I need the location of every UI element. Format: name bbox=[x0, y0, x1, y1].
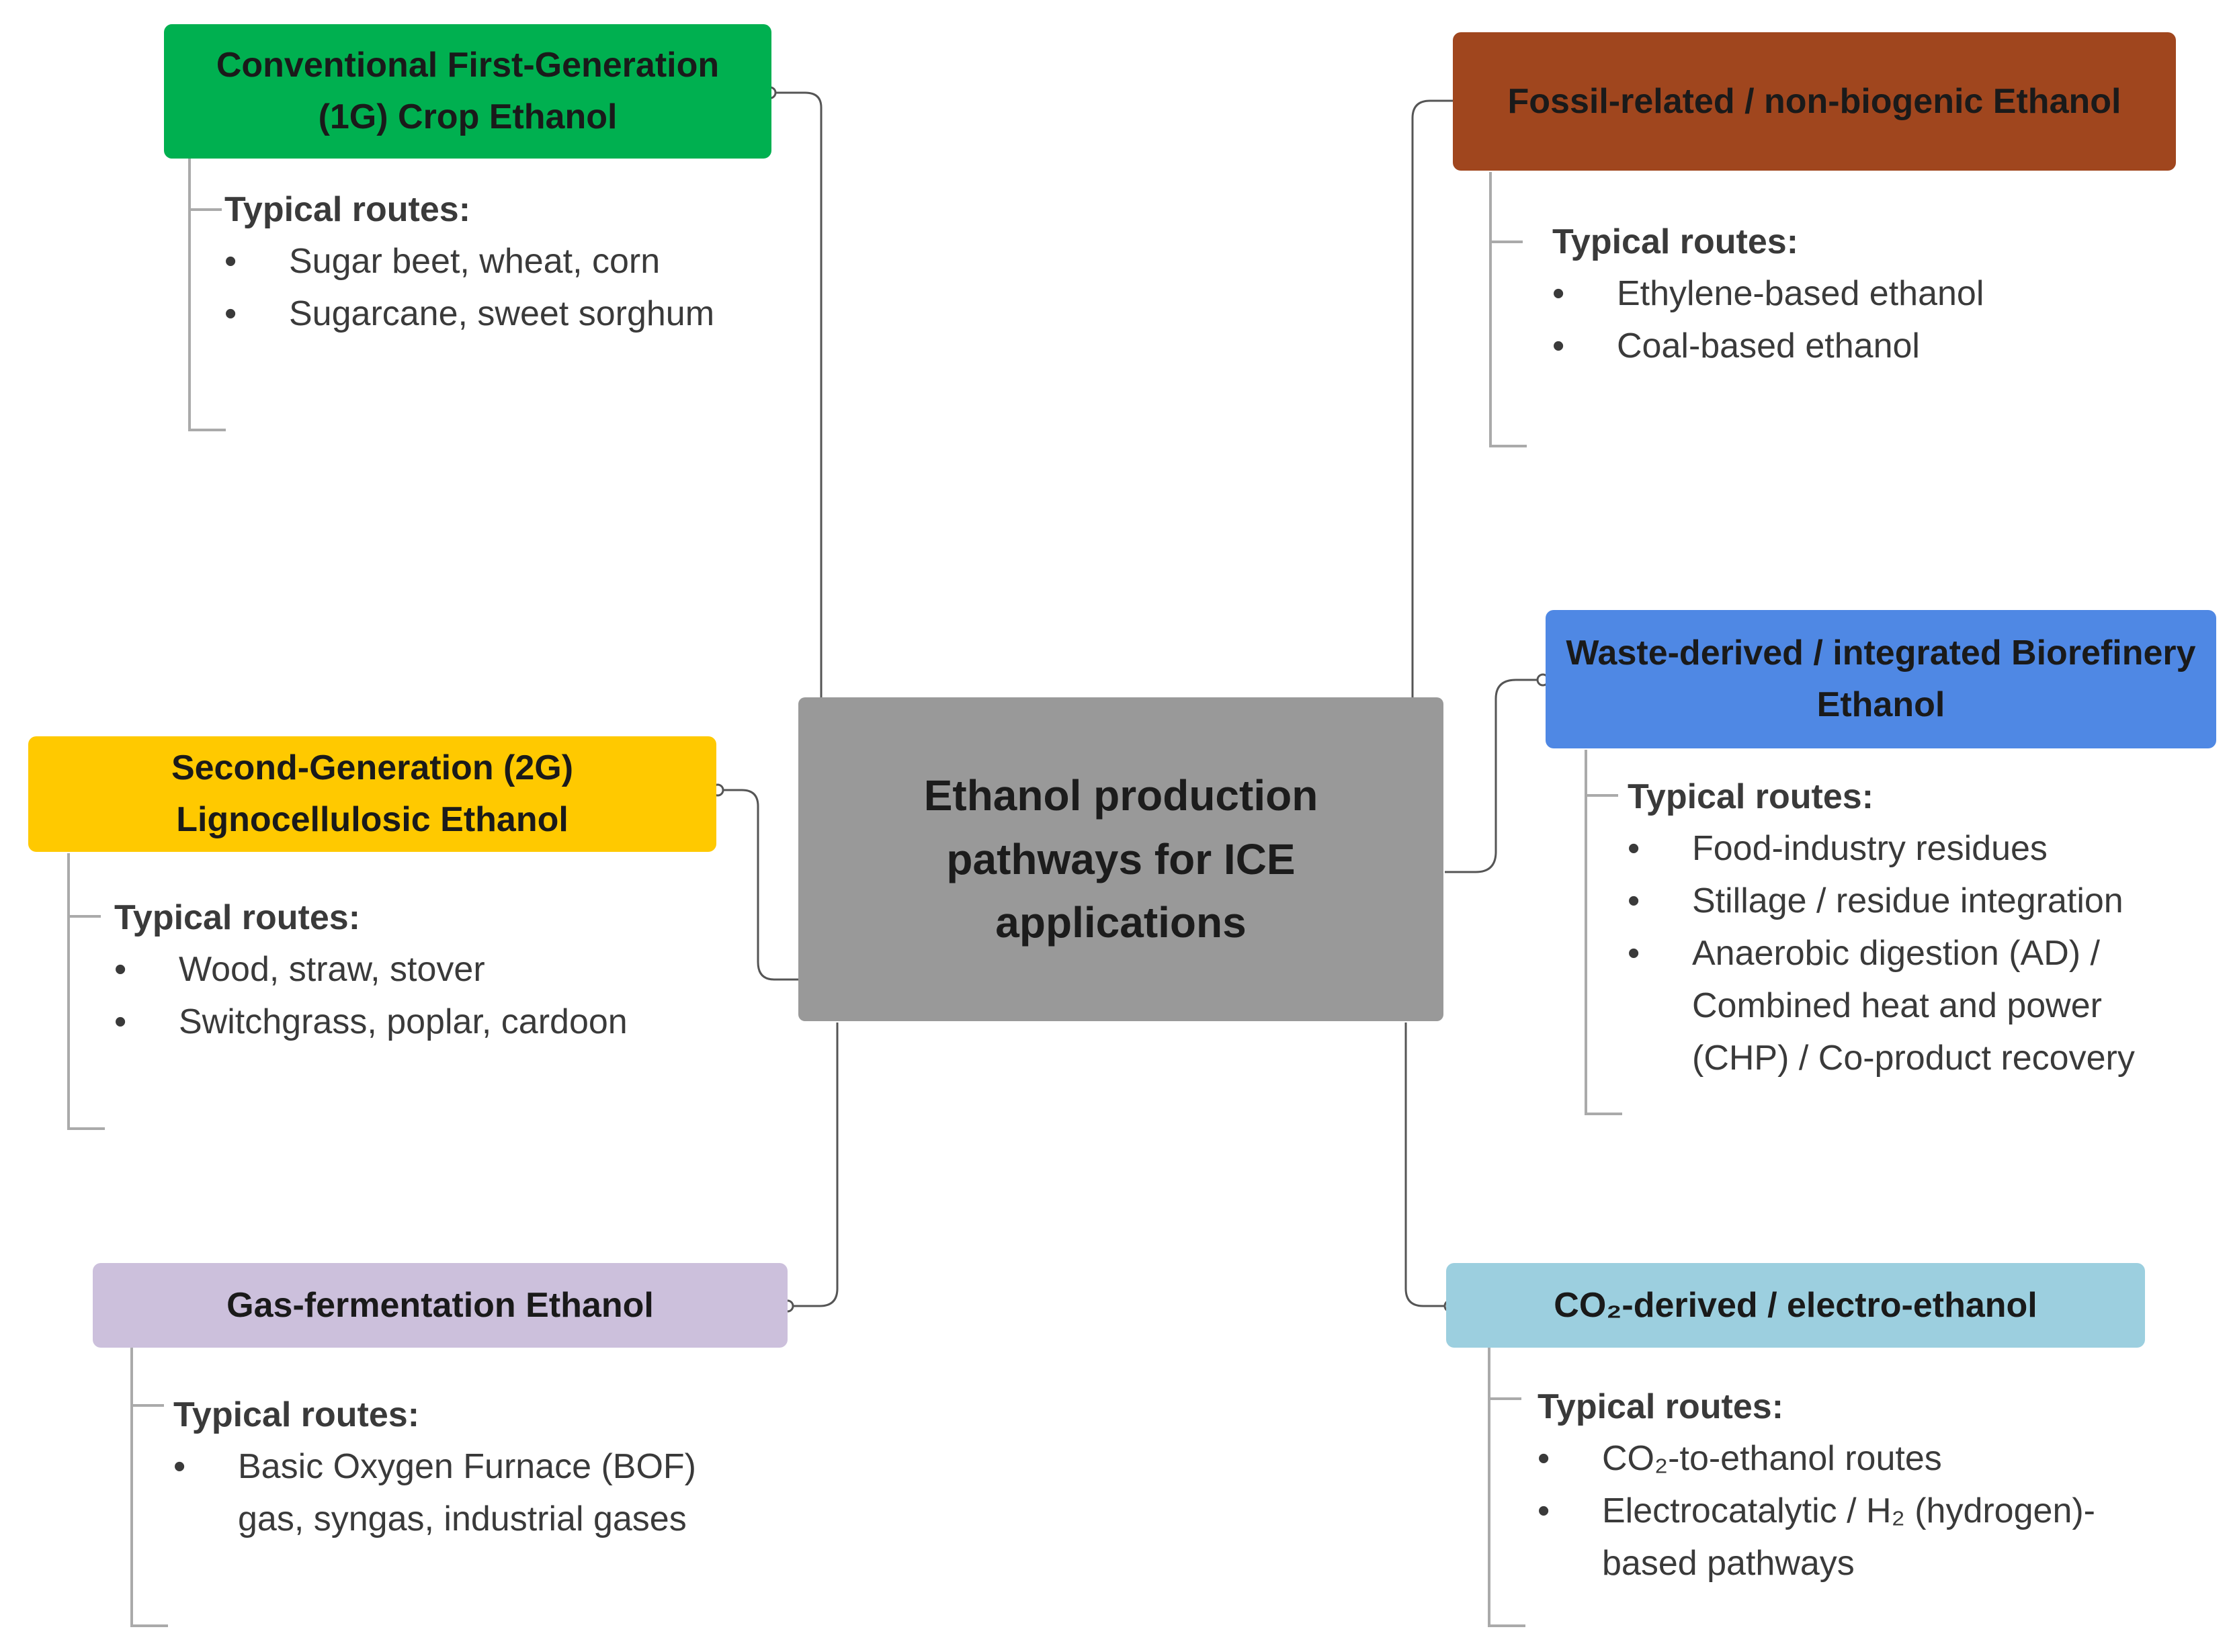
list-item: •Anaerobic digestion (AD) / Combined hea… bbox=[1628, 934, 2135, 1078]
node-conventional-1g: Conventional First-Generation (1G) Crop … bbox=[164, 24, 771, 159]
tree-line-waste bbox=[1585, 750, 1622, 1115]
connector-fossil bbox=[1411, 99, 1458, 703]
routes-label-2g: Typical routes: bbox=[114, 898, 361, 937]
tree-line-gas bbox=[130, 1346, 168, 1627]
tree-line-fossil bbox=[1489, 172, 1527, 447]
routes-label-gas: Typical routes: bbox=[173, 1395, 420, 1434]
routes-label-waste: Typical routes: bbox=[1628, 777, 1874, 816]
list-item: •Stillage / residue integration bbox=[1628, 881, 2123, 920]
list-item: •Switchgrass, poplar, cardoon bbox=[114, 1002, 628, 1041]
routes-label-1g: Typical routes: bbox=[224, 190, 471, 229]
routes-fossil: Typical routes: •Ethylene-based ethanol … bbox=[1552, 216, 2157, 372]
center-node: Ethanol production pathways for ICE appl… bbox=[798, 697, 1443, 1021]
node-title-waste: Waste-derived / integrated Biorefinery E… bbox=[1566, 634, 2196, 724]
list-item: •Sugar beet, wheat, corn bbox=[224, 242, 661, 281]
node-co2-derived: CO₂-derived / electro-ethanol bbox=[1446, 1263, 2145, 1348]
list-item: •Electrocatalytic / H₂ (hydrogen)-based … bbox=[1538, 1491, 2095, 1583]
list-item: •CO₂-to-ethanol routes bbox=[1538, 1439, 1942, 1478]
connector-waste bbox=[1445, 679, 1543, 873]
tree-line-2g bbox=[67, 853, 105, 1130]
connector-1g bbox=[771, 91, 823, 699]
node-fossil-related: Fossil-related / non-biogenic Ethanol bbox=[1453, 32, 2176, 171]
list-item: •Coal-based ethanol bbox=[1552, 327, 1920, 365]
list-item: •Ethylene-based ethanol bbox=[1552, 274, 1984, 313]
routes-2g: Typical routes: •Wood, straw, stover •Sw… bbox=[114, 892, 719, 1048]
tree-line-1g bbox=[188, 159, 226, 431]
connector-co2 bbox=[1404, 1023, 1451, 1307]
list-item: •Sugarcane, sweet sorghum bbox=[224, 294, 715, 333]
center-title: Ethanol production pathways for ICE appl… bbox=[923, 771, 1318, 947]
list-item: •Food-industry residues bbox=[1628, 829, 2048, 868]
connector-gas bbox=[788, 1023, 839, 1307]
tree-line-co2 bbox=[1488, 1346, 1525, 1627]
node-title-gas: Gas-fermentation Ethanol bbox=[226, 1285, 654, 1325]
node-title-co2: CO₂-derived / electro-ethanol bbox=[1554, 1285, 2037, 1325]
list-item: •Wood, straw, stover bbox=[114, 950, 485, 989]
node-title-2g: Second-Generation (2G) Lignocellulosic E… bbox=[171, 748, 574, 839]
routes-label-fossil: Typical routes: bbox=[1552, 222, 1799, 261]
routes-label-co2: Typical routes: bbox=[1538, 1387, 1784, 1426]
routes-1g: Typical routes: •Sugar beet, wheat, corn… bbox=[224, 184, 802, 340]
routes-waste: Typical routes: •Food-industry residues … bbox=[1628, 771, 2205, 1084]
node-title-1g: Conventional First-Generation (1G) Crop … bbox=[216, 46, 720, 136]
connector-2g bbox=[716, 789, 804, 981]
node-second-generation-2g: Second-Generation (2G) Lignocellulosic E… bbox=[28, 736, 716, 852]
node-title-fossil: Fossil-related / non-biogenic Ethanol bbox=[1507, 81, 2121, 121]
node-gas-fermentation: Gas-fermentation Ethanol bbox=[93, 1263, 788, 1348]
node-waste-derived: Waste-derived / integrated Biorefinery E… bbox=[1546, 610, 2216, 748]
list-item: •Basic Oxygen Furnace (BOF) gas, syngas,… bbox=[173, 1447, 696, 1538]
routes-co2: Typical routes: •CO₂-to-ethanol routes •… bbox=[1538, 1381, 2183, 1590]
routes-gas: Typical routes: •Basic Oxygen Furnace (B… bbox=[173, 1389, 765, 1545]
